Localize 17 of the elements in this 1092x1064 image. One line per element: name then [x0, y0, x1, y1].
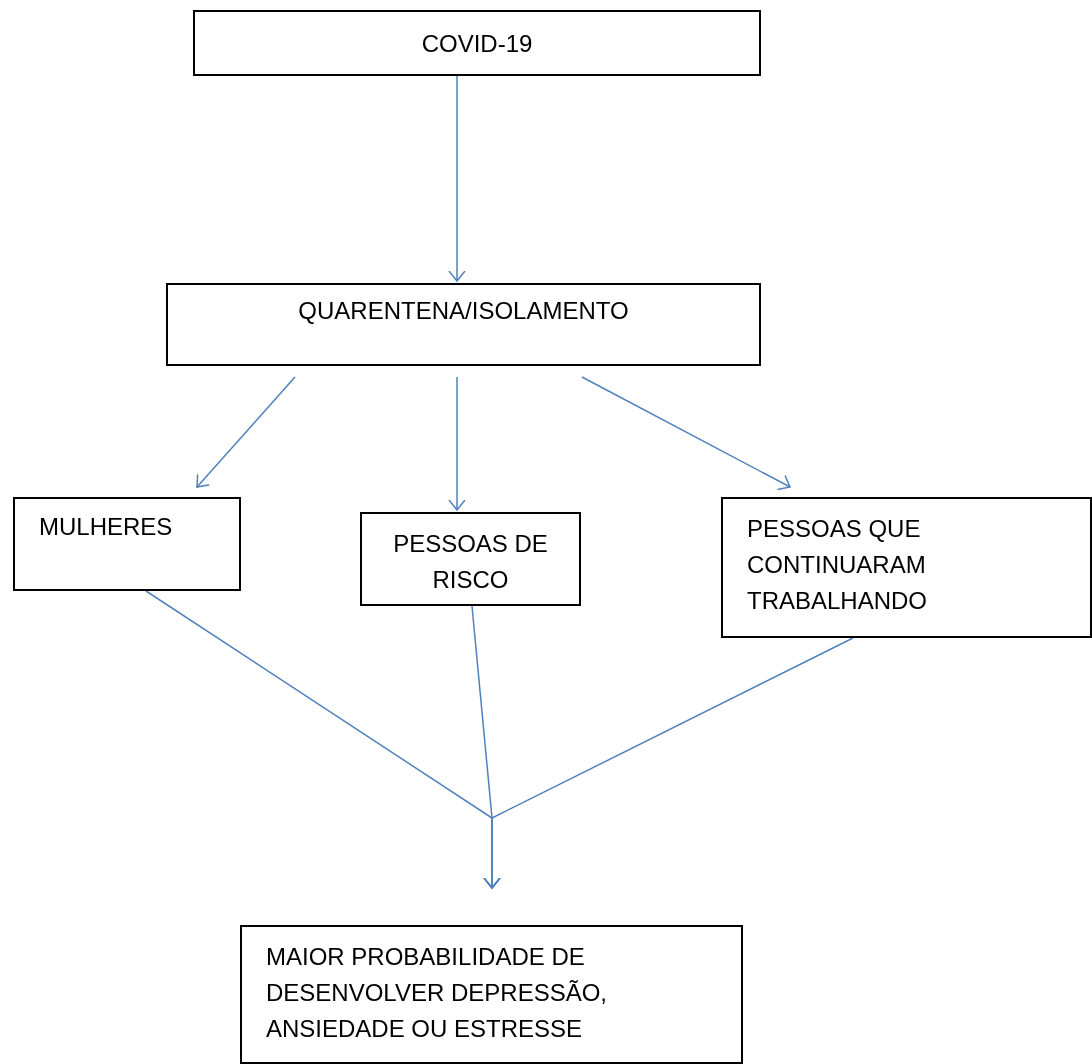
arrow — [581, 376, 791, 491]
process-box — [13, 497, 241, 591]
arrow — [448, 75, 466, 282]
box-label: QUARENTENA/ISOLAMENTO — [297, 296, 630, 326]
box-label: PESSOAS DE RISCO — [392, 529, 549, 595]
arrow — [448, 376, 466, 511]
process-box — [721, 497, 1092, 638]
arrow — [483, 637, 854, 889]
process-box — [166, 283, 761, 366]
box-label: MAIOR PROBABILIDADE DE DESENVOLVER DEPRESSÃO, ANSIEDADE OU ESTRESSE — [266, 942, 608, 1044]
process-box — [240, 925, 743, 1064]
box-label: COVID-19 — [420, 29, 534, 59]
box-label: MULHERES — [39, 512, 174, 542]
process-box — [360, 512, 581, 606]
box-label: PESSOAS QUE CONTINUARAM TRABALHANDO — [747, 514, 929, 616]
arrow — [196, 376, 296, 488]
process-box — [193, 10, 761, 76]
